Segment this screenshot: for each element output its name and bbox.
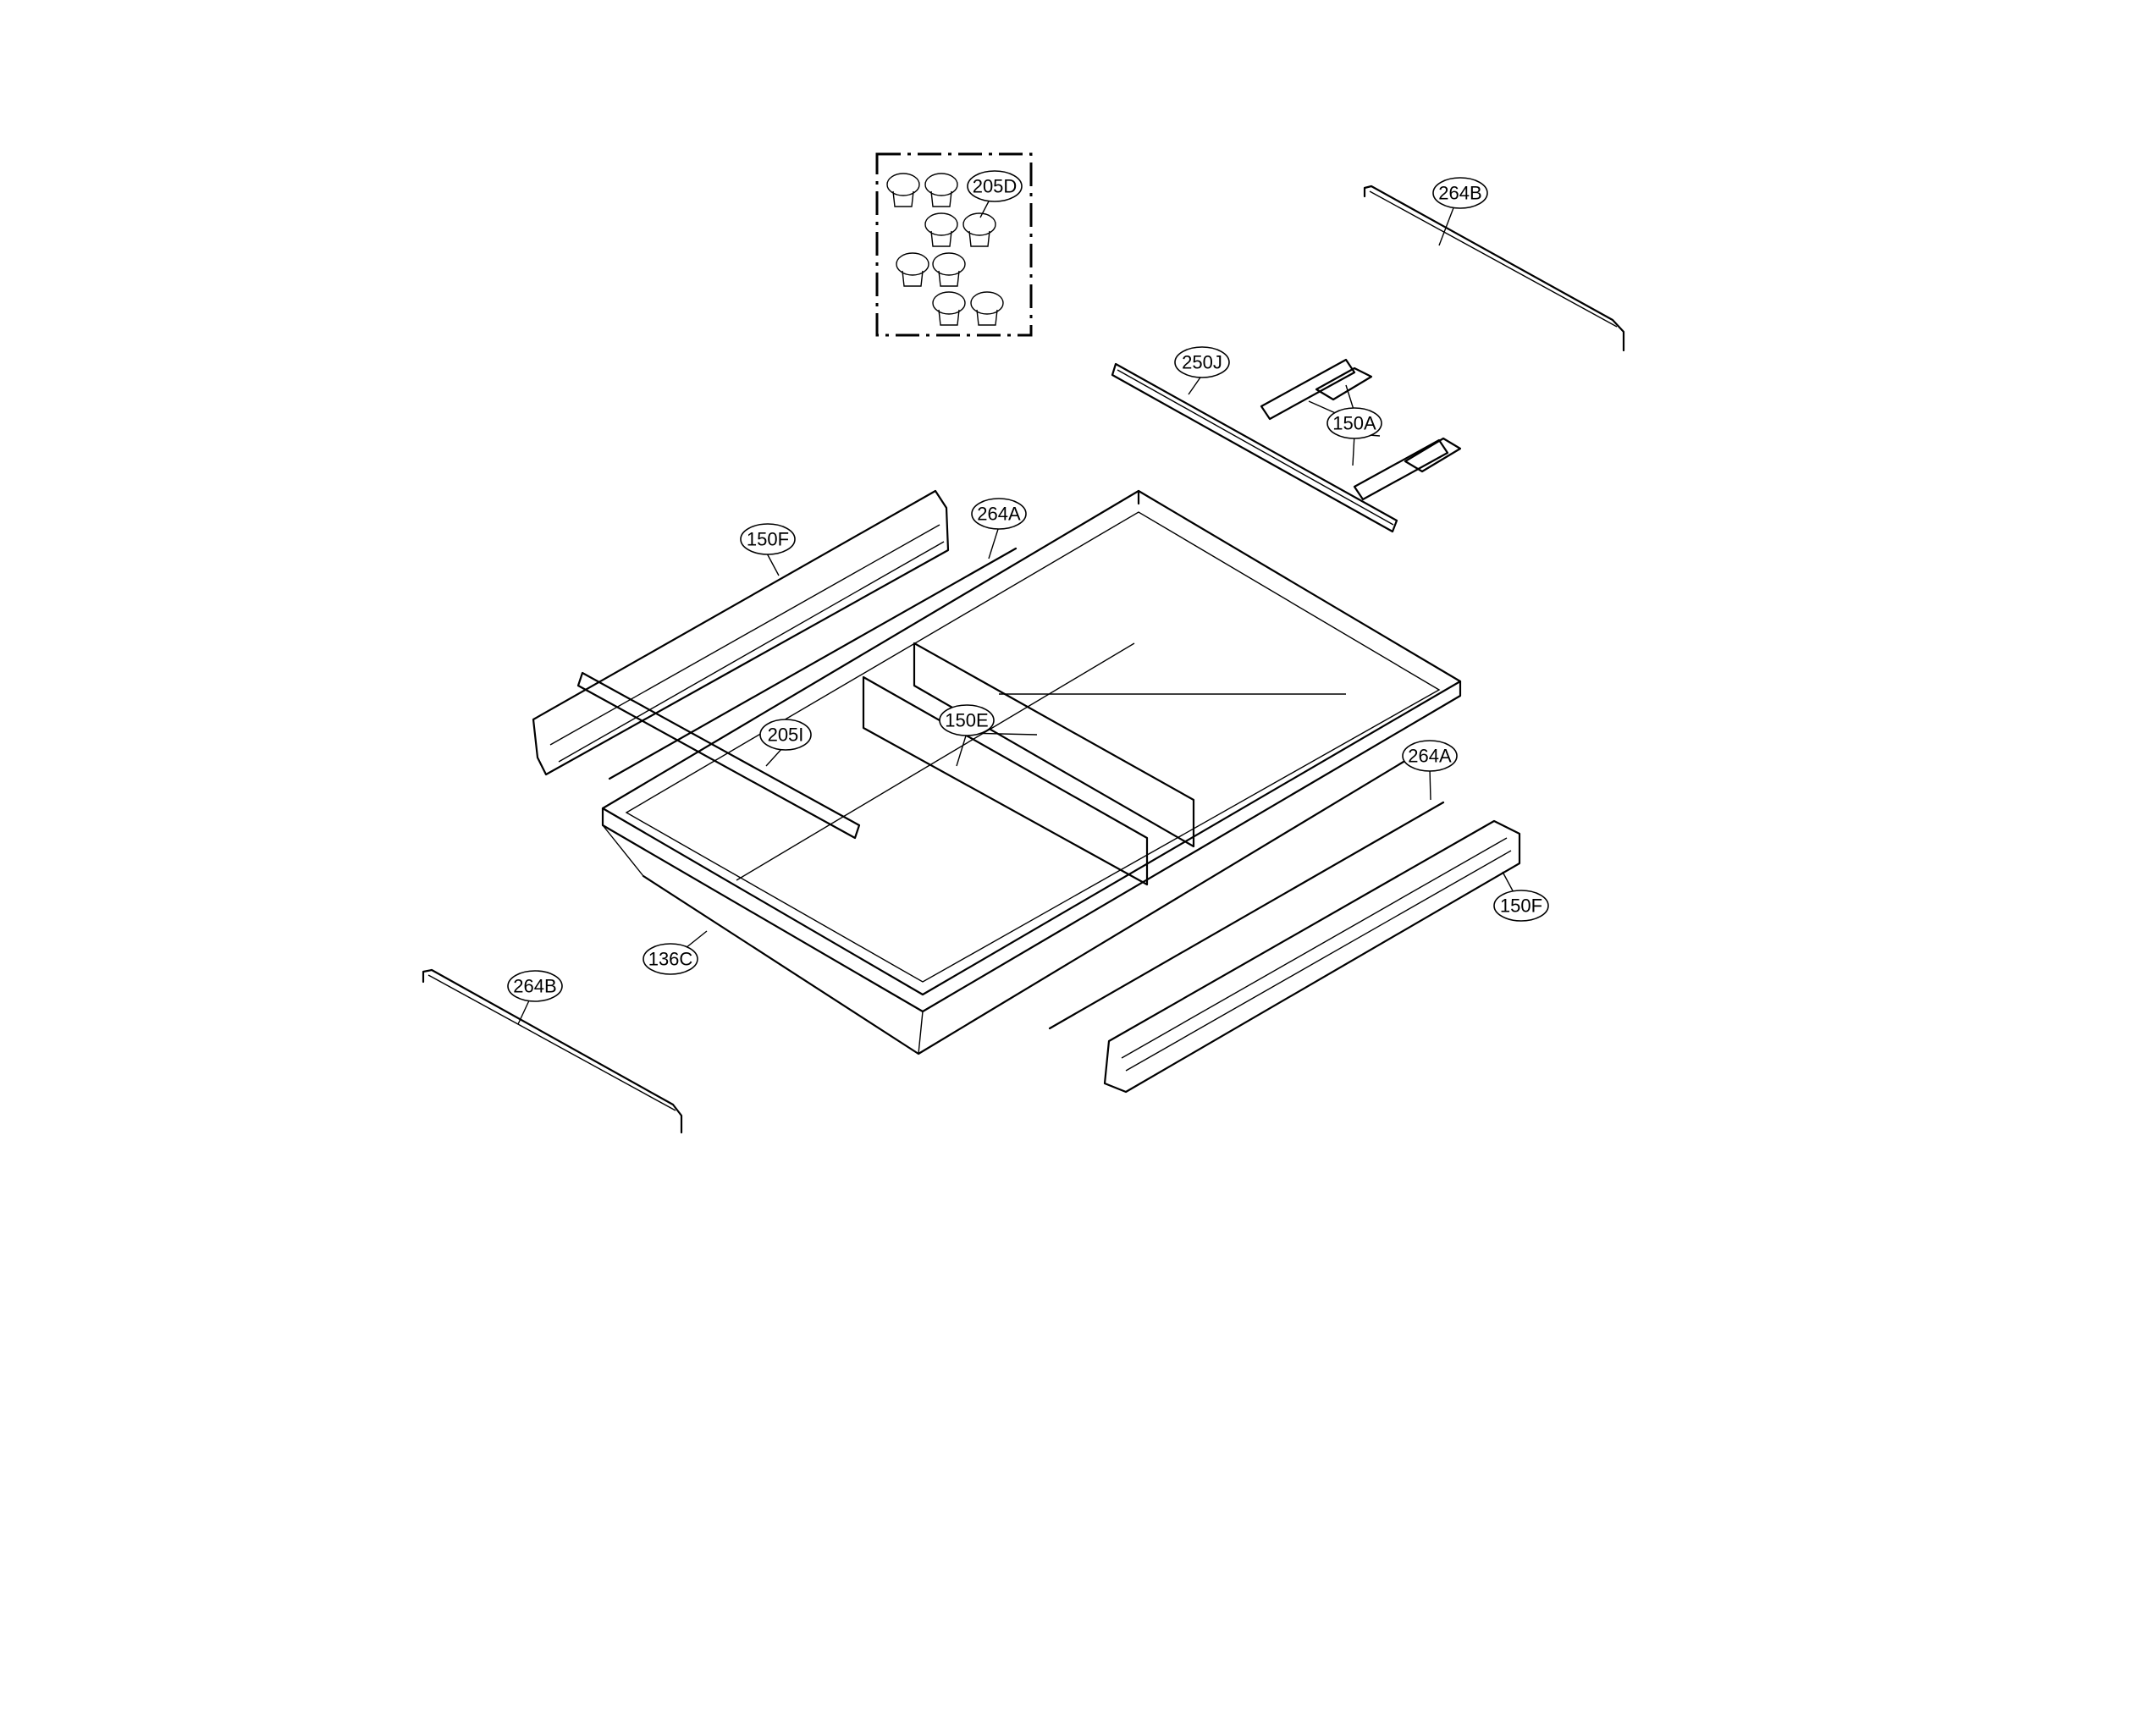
wire-264A-right bbox=[1048, 768, 1445, 1030]
svg-text:264A: 264A bbox=[1408, 746, 1452, 767]
svg-text:250J: 250J bbox=[1182, 352, 1222, 373]
svg-text:150A: 150A bbox=[1332, 413, 1376, 434]
bar-250J bbox=[1111, 362, 1398, 533]
svg-text:264B: 264B bbox=[513, 976, 556, 997]
svg-text:205I: 205I bbox=[768, 725, 804, 746]
svg-text:264B: 264B bbox=[1438, 183, 1481, 204]
callout-264A-right: 264A bbox=[1402, 740, 1458, 772]
callout-205I: 205I bbox=[759, 719, 812, 751]
bar-205I bbox=[576, 671, 861, 840]
slide-rail-150F-left bbox=[532, 489, 950, 776]
svg-text:150E: 150E bbox=[945, 710, 988, 731]
svg-text:136C: 136C bbox=[648, 949, 693, 970]
callout-150A: 150A bbox=[1326, 407, 1382, 439]
callout-264A-left: 264A bbox=[971, 498, 1027, 530]
callout-150E: 150E bbox=[939, 704, 995, 736]
callout-150F-right: 150F bbox=[1493, 890, 1549, 922]
wire-264B-bottom bbox=[422, 968, 683, 1134]
callout-205D: 205D bbox=[967, 170, 1023, 202]
svg-text:150F: 150F bbox=[747, 529, 789, 550]
drawer-136C bbox=[601, 489, 1462, 1055]
wire-264B-top bbox=[1363, 185, 1625, 352]
wire-264A-left bbox=[608, 526, 1018, 780]
svg-text:150F: 150F bbox=[1500, 896, 1542, 917]
dividers-150E bbox=[862, 642, 1195, 886]
callout-136C: 136C bbox=[643, 943, 698, 975]
callout-264B-bottom: 264B bbox=[507, 970, 563, 1002]
callout-150F-left: 150F bbox=[740, 523, 796, 555]
callout-264B-top: 264B bbox=[1432, 177, 1488, 209]
slide-rail-150F-right bbox=[1103, 819, 1521, 1094]
svg-text:264A: 264A bbox=[977, 504, 1021, 525]
svg-text:205D: 205D bbox=[973, 176, 1018, 197]
callout-250J: 250J bbox=[1174, 346, 1230, 378]
fastener-kit-205D bbox=[875, 152, 1033, 337]
